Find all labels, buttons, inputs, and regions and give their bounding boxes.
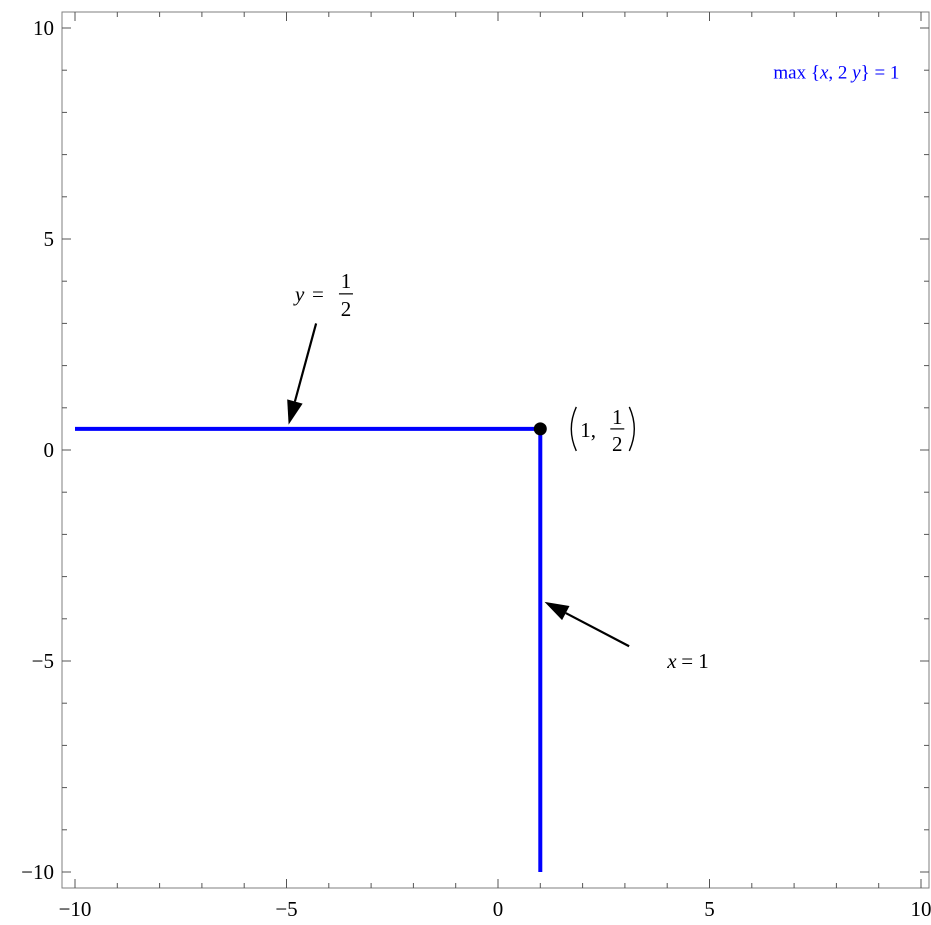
x-tick-label: 5 xyxy=(704,897,715,921)
point-label-x: 1, xyxy=(580,418,596,442)
title-x: x xyxy=(819,63,829,84)
axis-tick-labels: −10 −5 0 5 10 −10 −5 0 5 10 xyxy=(21,16,931,921)
annotation-den: 2 xyxy=(341,297,352,321)
annotation-eq: = 1 xyxy=(681,649,709,673)
annotation-eq: = xyxy=(312,282,324,306)
annotation-var: x xyxy=(666,649,677,673)
y-tick-label: −10 xyxy=(21,860,54,884)
x-tick-label: −5 xyxy=(275,897,297,921)
y-tick-label: 5 xyxy=(44,227,55,251)
y-tick-label: 0 xyxy=(44,438,55,462)
arrow-shaft xyxy=(565,612,630,648)
title-prefix: max { xyxy=(773,63,820,84)
x-tick-label: 0 xyxy=(493,897,504,921)
point-label-num: 1 xyxy=(612,405,623,429)
y-tick-label: −5 xyxy=(32,649,54,673)
x-tick-label: 10 xyxy=(911,897,931,921)
point-label-den: 2 xyxy=(612,432,623,456)
annotation-num: 1 xyxy=(341,269,352,293)
title-suffix: } = 1 xyxy=(861,63,900,84)
annotations-group: 1,12y=12x= 1 xyxy=(287,269,709,673)
right-paren xyxy=(628,406,635,452)
annotation-x-one: x= 1 xyxy=(544,601,709,673)
arrow-shaft xyxy=(293,323,318,402)
left-paren xyxy=(570,406,577,452)
title-y: y xyxy=(850,63,861,84)
annotation-var: y xyxy=(293,282,305,306)
y-tick-label: 10 xyxy=(33,16,54,40)
point-label: 1,12 xyxy=(570,405,635,456)
annotation-y-half: y = 1 2 xyxy=(287,269,353,425)
series-group xyxy=(75,426,543,872)
axis-ticks xyxy=(62,12,929,888)
x-tick-label: −10 xyxy=(59,897,92,921)
chart-title: max {x, 2 y} = 1 xyxy=(773,63,899,84)
point-marker xyxy=(533,422,547,436)
arrow-head xyxy=(544,601,570,621)
arrow-head xyxy=(287,399,303,425)
title-comma: , 2 xyxy=(828,63,852,84)
